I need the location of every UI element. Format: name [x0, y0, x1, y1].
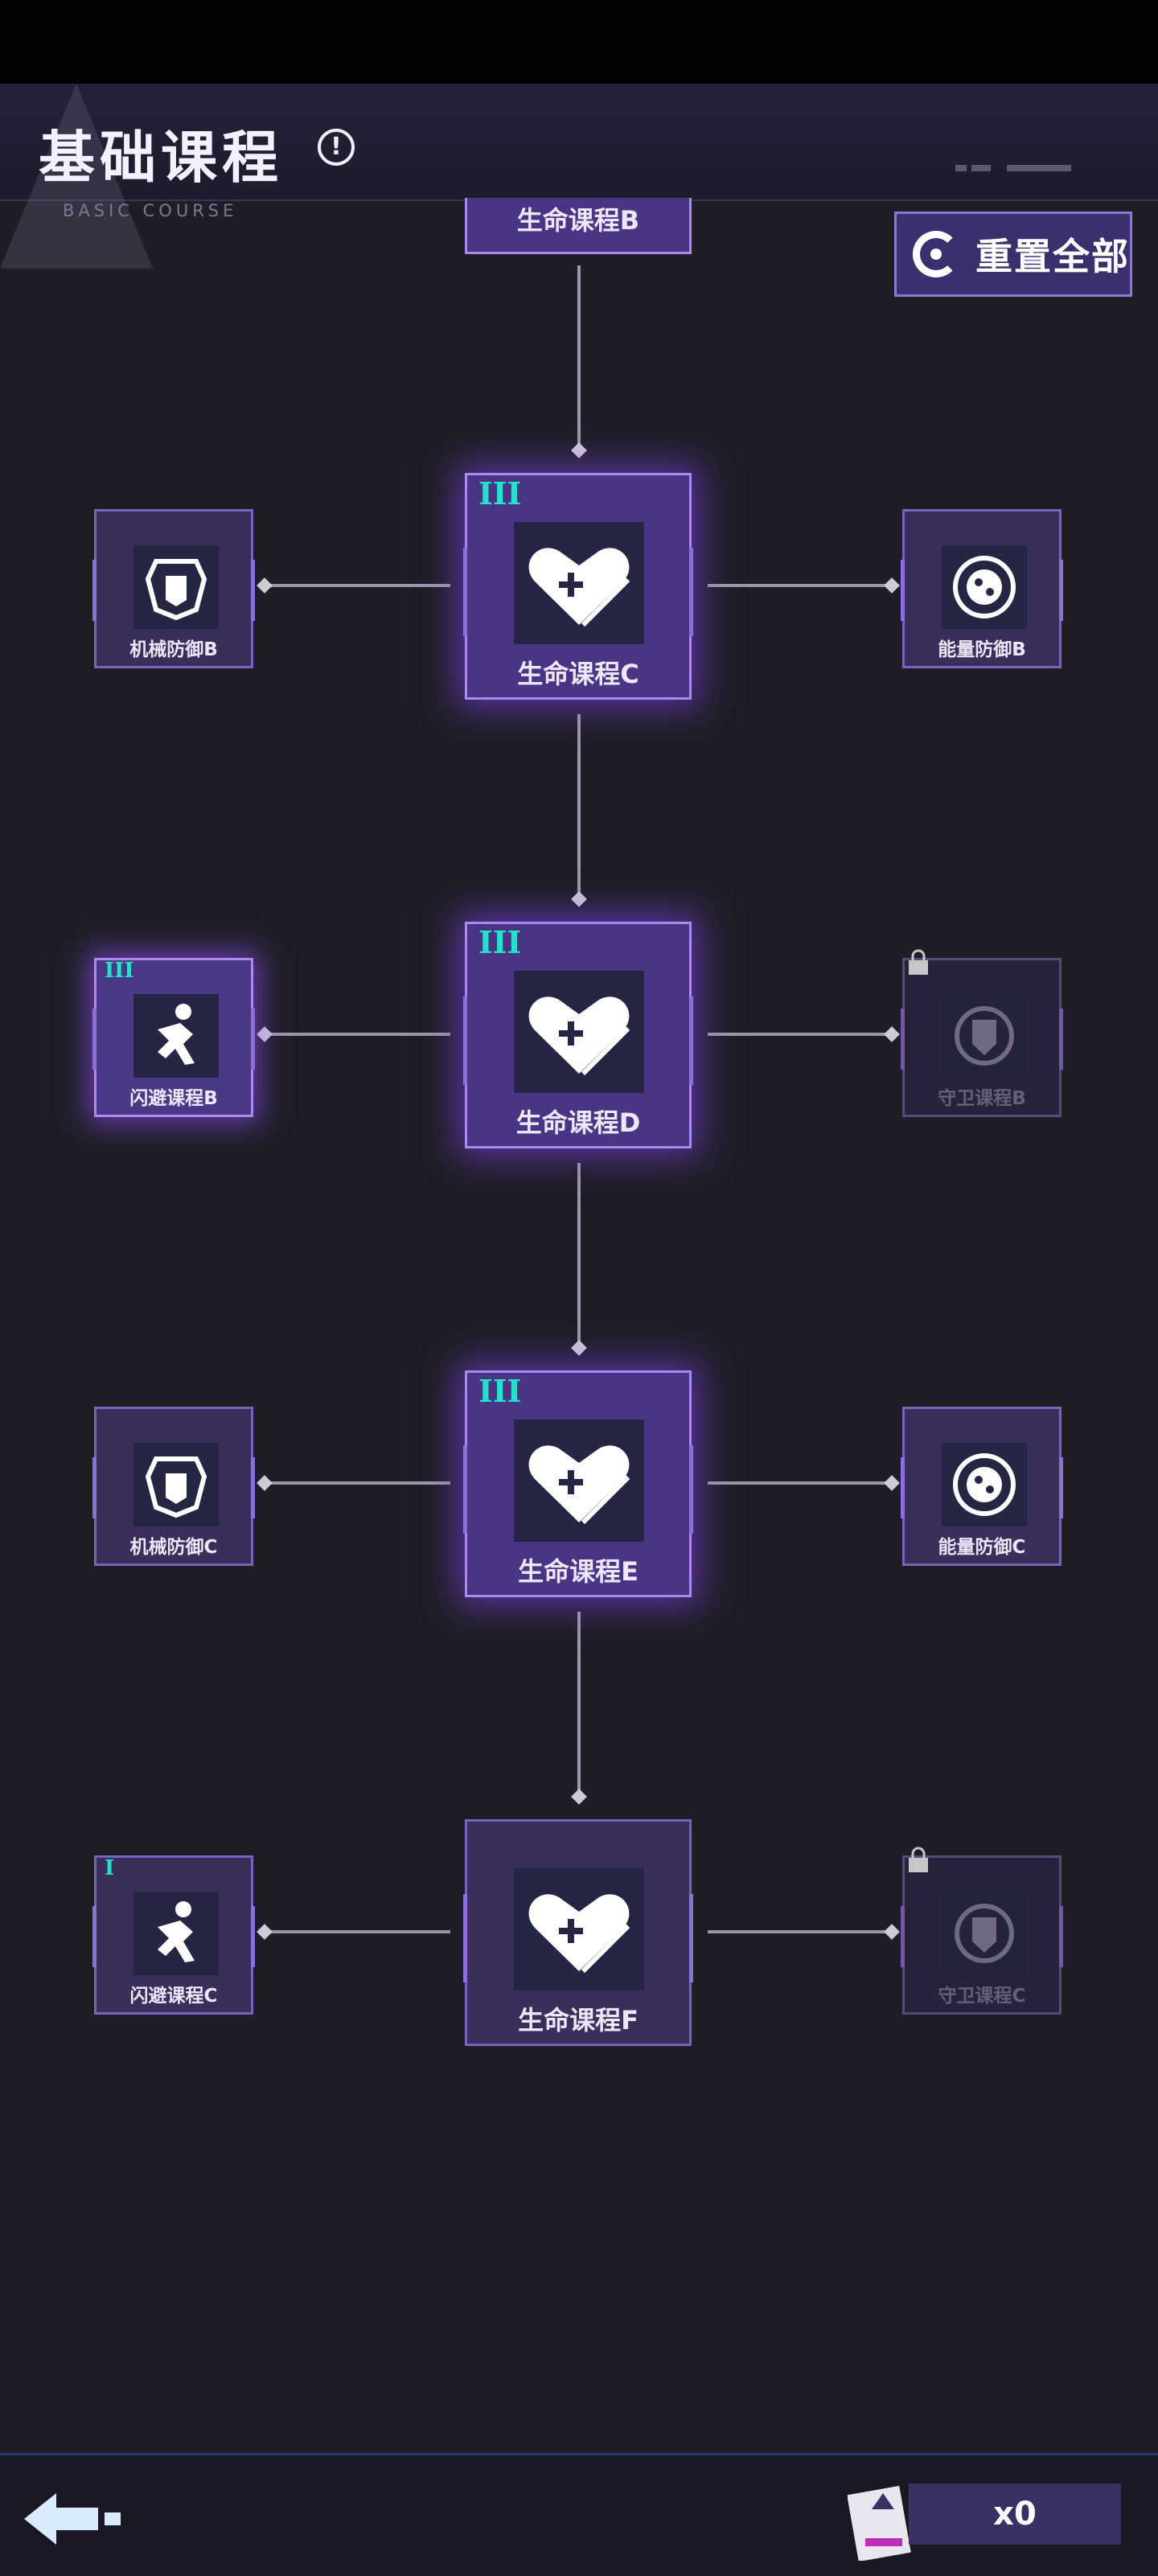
node-life-c[interactable]: III 生命课程C [463, 473, 693, 700]
connector-dot [884, 577, 900, 594]
reset-all-button[interactable]: 重置全部 [894, 212, 1132, 297]
connector-line [577, 714, 581, 899]
node-label: 守卫课程C [938, 1986, 1026, 2007]
node-label: 生命课程E [518, 1556, 639, 1587]
heart-plus-icon [514, 522, 644, 644]
connector-dot [884, 1475, 900, 1491]
node-life-f[interactable]: 生命课程F [463, 1819, 693, 2046]
connector-dot [257, 1475, 273, 1491]
node-mech-defense-c[interactable]: 机械防御C [92, 1407, 255, 1566]
guard-shield-icon [942, 1892, 1027, 1975]
connector-dot [257, 1026, 273, 1042]
connector-line [265, 1930, 450, 1933]
node-label: 闪避课程C [129, 1986, 218, 2007]
ticket-count: x0 [909, 2484, 1121, 2545]
status-bar [0, 0, 1158, 84]
course-ticket-icon [848, 2485, 911, 2561]
node-dodge-c[interactable]: I 闪避课程C [92, 1855, 255, 2015]
connector-dot [571, 442, 587, 458]
rank-badge: III [478, 1373, 522, 1409]
reset-all-label: 重置全部 [975, 235, 1130, 278]
page-title: 基础课程 [39, 125, 283, 191]
connector-line [708, 1930, 893, 1933]
connector-dot [884, 1026, 900, 1042]
lock-icon [909, 1847, 928, 1872]
connector-line [708, 1481, 893, 1485]
node-label: 生命课程C [517, 659, 639, 689]
node-label: 守卫课程B [938, 1088, 1026, 1109]
energy-orb-icon [942, 1443, 1027, 1526]
connector-line [577, 265, 581, 450]
logo-triangle-icon [0, 84, 153, 269]
connector-line [577, 1612, 581, 1797]
reset-icon [913, 231, 959, 277]
connector-dot [571, 891, 587, 907]
header-deco-marks [955, 165, 1116, 173]
lock-icon [909, 949, 928, 975]
info-icon[interactable]: ! [318, 129, 355, 166]
helmet-shield-icon [133, 545, 219, 629]
connector-dot [884, 1924, 900, 1940]
heart-plus-icon [514, 971, 644, 1093]
page-subtitle: BASIC COURSE [63, 201, 238, 220]
rank-badge: I [105, 1856, 115, 1880]
node-label: 闪避课程B [129, 1088, 218, 1109]
heart-plus-icon [514, 1419, 644, 1542]
connector-line [265, 584, 450, 587]
node-life-b[interactable]: 生命课程B [465, 198, 692, 254]
node-energy-defense-c[interactable]: 能量防御C [901, 1407, 1063, 1566]
node-label: 机械防御C [129, 1537, 218, 1558]
rank-badge: III [478, 924, 522, 960]
connector-line [708, 584, 893, 587]
connector-line [265, 1033, 450, 1036]
node-label: 能量防御C [938, 1537, 1026, 1558]
connector-dot [571, 1340, 587, 1356]
node-guard-b[interactable]: 守卫课程B [901, 949, 1063, 1117]
connector-line [708, 1033, 893, 1036]
rank-badge: III [105, 959, 134, 983]
node-label: 能量防御B [938, 639, 1026, 660]
dodge-runner-icon [133, 1892, 219, 1975]
connector-dot [257, 1924, 273, 1940]
rank-badge: III [478, 475, 522, 512]
connector-dot [257, 577, 273, 594]
heart-plus-icon [514, 1868, 644, 1991]
helmet-shield-icon [133, 1443, 219, 1526]
node-label: 生命课程F [518, 2005, 639, 2036]
connector-line [577, 1163, 581, 1348]
back-arrow-icon[interactable] [21, 2487, 125, 2551]
node-mech-defense-b[interactable]: 机械防御B [92, 509, 255, 668]
node-energy-defense-b[interactable]: 能量防御B [901, 509, 1063, 668]
energy-orb-icon [942, 545, 1027, 629]
dodge-runner-icon [133, 994, 219, 1078]
connector-dot [571, 1789, 587, 1805]
node-dodge-b[interactable]: III 闪避课程B [92, 958, 255, 1117]
node-label: 机械防御B [129, 639, 218, 660]
node-label: 生命课程D [515, 1107, 641, 1138]
node-guard-c[interactable]: 守卫课程C [901, 1847, 1063, 2015]
guard-shield-icon [942, 994, 1027, 1078]
connector-line [265, 1481, 450, 1485]
node-life-d[interactable]: III 生命课程D [463, 922, 693, 1148]
node-life-e[interactable]: III 生命课程E [463, 1370, 693, 1597]
